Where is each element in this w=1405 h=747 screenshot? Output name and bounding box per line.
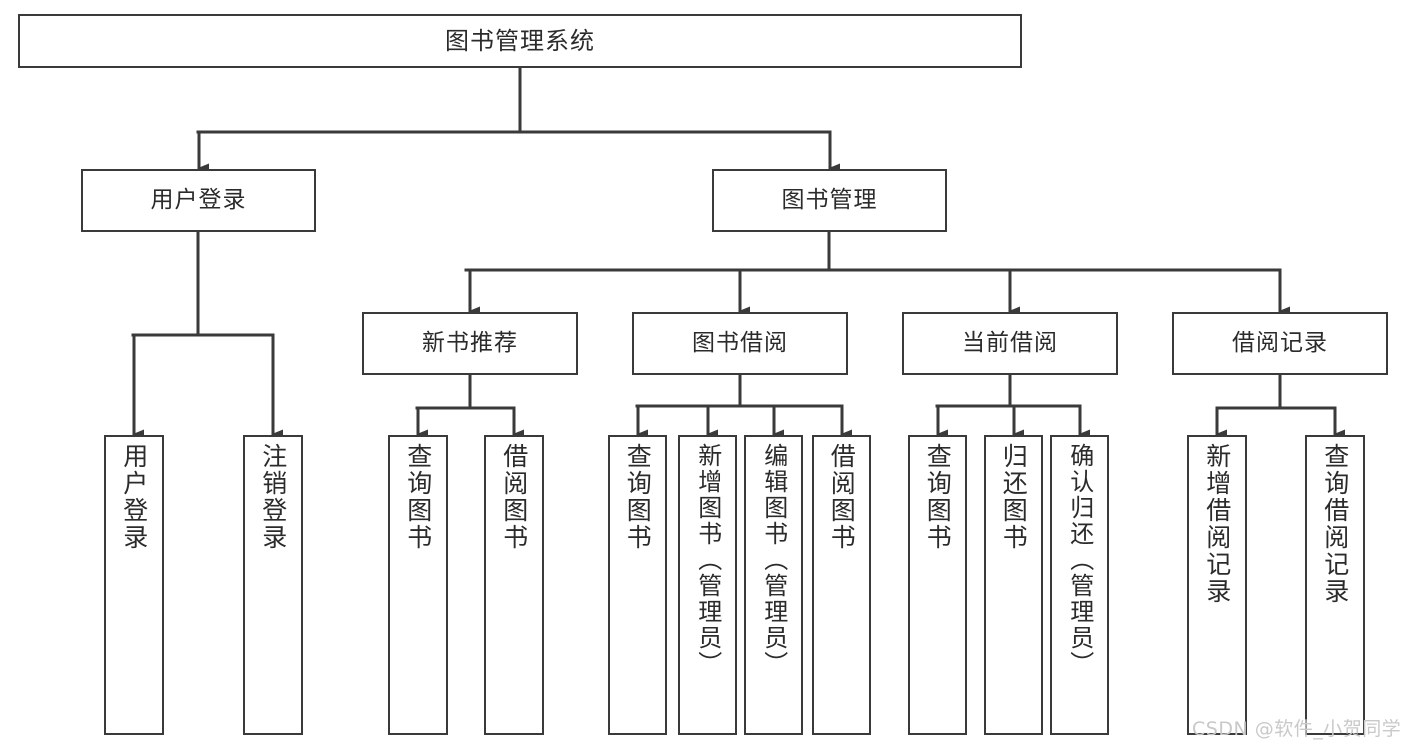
node-leaf-query-borrow-record[interactable]: 查询借阅记录 — [1305, 435, 1365, 735]
node-root-label: 图书管理系统 — [445, 26, 595, 55]
node-user-login-label: 用户登录 — [150, 186, 247, 213]
node-leaf-user-login-label: 用户登录 — [119, 443, 149, 551]
node-new-book-recommend-label: 新书推荐 — [422, 329, 518, 356]
node-leaf-query-book-2[interactable]: 查询图书 — [608, 435, 667, 735]
node-current-borrow-label: 当前借阅 — [962, 329, 1058, 356]
node-leaf-add-borrow-record-label: 新增借阅记录 — [1202, 443, 1232, 605]
node-current-borrow[interactable]: 当前借阅 — [902, 312, 1118, 375]
node-leaf-add-book-admin-label: 新增图书（管理员） — [693, 443, 722, 677]
node-book-manage-label: 图书管理 — [781, 186, 878, 213]
node-leaf-add-borrow-record[interactable]: 新增借阅记录 — [1187, 435, 1247, 735]
node-leaf-return-book[interactable]: 归还图书 — [984, 435, 1043, 735]
node-leaf-confirm-return-admin-label: 确认归还（管理员） — [1065, 443, 1094, 677]
node-leaf-edit-book-admin-label: 编辑图书（管理员） — [759, 443, 788, 677]
node-new-book-recommend[interactable]: 新书推荐 — [362, 312, 578, 375]
node-book-borrow-label: 图书借阅 — [692, 329, 788, 356]
node-leaf-edit-book-admin[interactable]: 编辑图书（管理员） — [744, 435, 803, 735]
node-book-borrow[interactable]: 图书借阅 — [632, 312, 848, 375]
node-leaf-query-book-2-label: 查询图书 — [623, 443, 653, 551]
node-borrow-record-label: 借阅记录 — [1232, 329, 1328, 356]
node-user-login[interactable]: 用户登录 — [81, 169, 316, 232]
node-book-manage[interactable]: 图书管理 — [712, 169, 947, 232]
node-leaf-query-borrow-record-label: 查询借阅记录 — [1320, 443, 1350, 605]
node-leaf-borrow-book-2-label: 借阅图书 — [827, 443, 857, 551]
node-leaf-borrow-book-1-label: 借阅图书 — [499, 443, 529, 551]
node-borrow-record[interactable]: 借阅记录 — [1172, 312, 1388, 375]
node-root[interactable]: 图书管理系统 — [18, 14, 1022, 68]
node-leaf-query-book-3[interactable]: 查询图书 — [908, 435, 967, 735]
node-leaf-borrow-book-1[interactable]: 借阅图书 — [484, 435, 544, 735]
node-leaf-borrow-book-2[interactable]: 借阅图书 — [812, 435, 871, 735]
node-leaf-add-book-admin[interactable]: 新增图书（管理员） — [678, 435, 737, 735]
node-leaf-return-book-label: 归还图书 — [999, 443, 1029, 551]
node-leaf-logout-login[interactable]: 注销登录 — [243, 435, 303, 735]
node-leaf-logout-login-label: 注销登录 — [258, 443, 288, 551]
node-leaf-query-book-1-label: 查询图书 — [403, 443, 433, 551]
node-leaf-query-book-1[interactable]: 查询图书 — [388, 435, 448, 735]
node-leaf-confirm-return-admin[interactable]: 确认归还（管理员） — [1050, 435, 1109, 735]
node-leaf-user-login[interactable]: 用户登录 — [104, 435, 164, 735]
node-leaf-query-book-3-label: 查询图书 — [923, 443, 953, 551]
